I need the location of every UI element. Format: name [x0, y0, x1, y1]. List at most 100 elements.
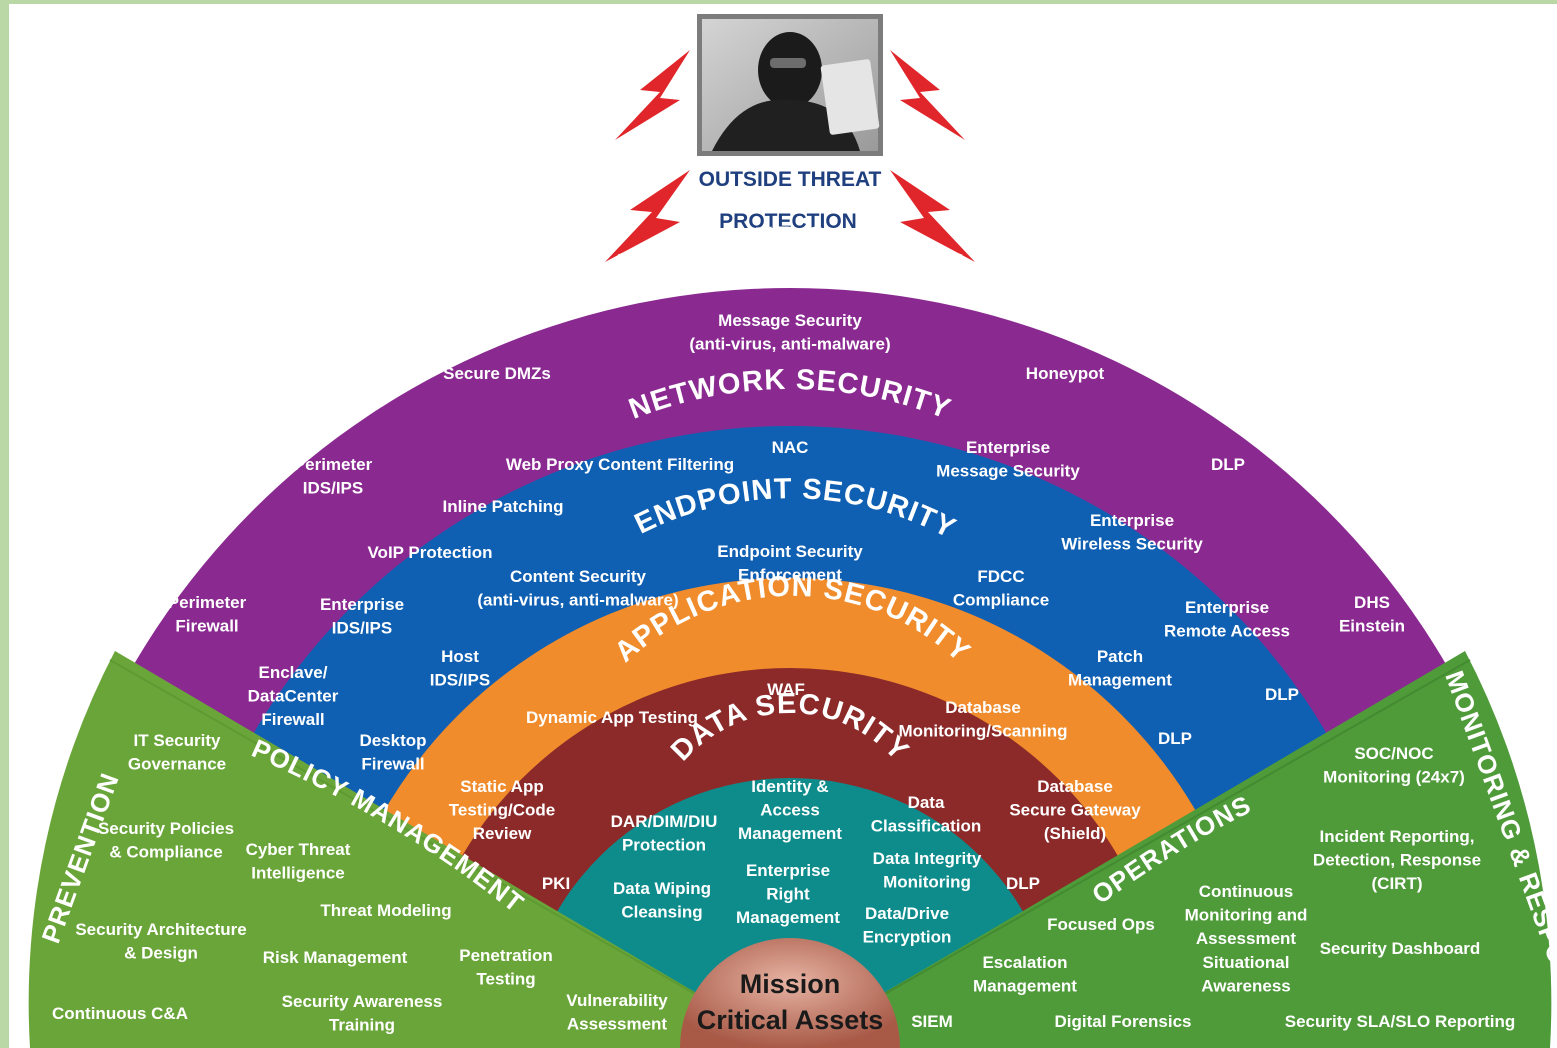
label-line: DLP — [1211, 455, 1245, 474]
message-security-label: Message Security (anti-virus, anti-malwar… — [689, 311, 890, 354]
continuous-ca-label: Continuous C&A — [52, 1004, 188, 1023]
label-line: (Shield) — [1044, 824, 1106, 843]
label-line: DHS — [1354, 593, 1390, 612]
label-line: (anti-virus, anti-malware) — [477, 591, 678, 610]
label-line: Wireless Security — [1061, 535, 1203, 554]
label-line: Identity & — [751, 777, 828, 796]
label-line: Continuous C&A — [52, 1004, 188, 1023]
label-line: Digital Forensics — [1055, 1012, 1192, 1031]
label-line: Enterprise — [966, 438, 1050, 457]
label-line: Data/Drive — [865, 904, 949, 923]
label-line: Cyber Threat — [246, 840, 351, 859]
label-line: Dynamic App Testing — [526, 708, 698, 727]
label-line: Database — [1037, 777, 1113, 796]
label-line: Management — [736, 908, 840, 927]
label-line: SOC/NOC — [1354, 744, 1433, 763]
label-line: Vulnerability — [566, 991, 668, 1010]
label-line: Monitoring and — [1185, 906, 1308, 925]
label-line: Right — [766, 885, 810, 904]
label-line: Encryption — [863, 928, 952, 947]
label-line: Monitoring — [883, 873, 971, 892]
label-line: Governance — [128, 755, 226, 774]
web-proxy-label: Web Proxy Content Filtering — [506, 455, 734, 474]
label-line: Access — [760, 801, 820, 820]
label-line: PKI — [542, 874, 570, 893]
focused-ops-label: Focused Ops — [1047, 915, 1155, 934]
label-line: Perimeter — [294, 455, 373, 474]
siem-label: SIEM — [911, 1012, 953, 1031]
label-line: Assessment — [567, 1015, 668, 1034]
label-line: Security SLA/SLO Reporting — [1285, 1012, 1515, 1031]
label-line: DLP — [1158, 729, 1192, 748]
label-line: Enforcement — [738, 566, 842, 585]
label-line: WAF — [767, 680, 805, 699]
policy-band-divider — [109, 659, 791, 1048]
lightning-bolt-icon — [605, 50, 975, 262]
pki-label: PKI — [542, 874, 570, 893]
dlp-label: DLP — [1265, 685, 1299, 704]
label-line: Data Wiping — [613, 879, 711, 898]
honeypot-label: Honeypot — [1026, 364, 1105, 383]
architecture-label: Security Architecture& Design — [75, 920, 246, 963]
label-line: Compliance — [953, 591, 1049, 610]
label-line: Classification — [871, 817, 982, 836]
label-line: (anti-virus, anti-malware) — [689, 335, 890, 354]
mission-core — [680, 938, 900, 1048]
label-line: Perimeter — [168, 593, 247, 612]
prevention-sector — [28, 651, 791, 1048]
label-line: Continuous — [1199, 882, 1293, 901]
label-line: Static App — [460, 777, 543, 796]
label-line: Intelligence — [251, 864, 345, 883]
label-line: Review — [473, 824, 532, 843]
label-line: Database — [945, 698, 1021, 717]
waf-label: WAF — [767, 680, 805, 699]
policies-label: Security Policies & Compliance — [98, 819, 234, 862]
label-line: Incident Reporting, — [1320, 827, 1475, 846]
label-line: Data Integrity — [873, 849, 982, 868]
label-line: Detection, Response — [1313, 851, 1481, 870]
voip-label: VoIP Protection — [367, 543, 492, 562]
label-line: Secure DMZs — [443, 364, 551, 383]
label-line: Security Dashboard — [1320, 939, 1481, 958]
label-line: Message Security — [936, 462, 1080, 481]
capability-labels: Message Security (anti-virus, anti-malwar… — [52, 311, 1515, 1035]
label-line: Patch — [1097, 647, 1143, 666]
label-line: Web Proxy Content Filtering — [506, 455, 734, 474]
risk-management-label: Risk Management — [263, 948, 408, 967]
label-line: Endpoint Security — [717, 542, 863, 561]
label-line: DLP — [1265, 685, 1299, 704]
dlp-label: DLP — [1211, 455, 1245, 474]
threat-modeling-label: Threat Modeling — [320, 901, 451, 920]
label-line: Firewall — [361, 755, 424, 774]
label-line: Message Security — [718, 311, 862, 330]
label-line: Threat Modeling — [320, 901, 451, 920]
label-line: Escalation — [982, 953, 1067, 972]
dlp-label: DLP — [1158, 729, 1192, 748]
label-line: Management — [973, 977, 1077, 996]
label-line: Security Architecture — [75, 920, 246, 939]
core-line2: Critical Assets — [697, 1005, 884, 1035]
label-line: IDS/IPS — [332, 619, 392, 638]
label-line: Security Policies — [98, 819, 234, 838]
label-line: Management — [738, 824, 842, 843]
label-line: & Compliance — [109, 843, 222, 862]
label-line: Enterprise — [320, 595, 404, 614]
